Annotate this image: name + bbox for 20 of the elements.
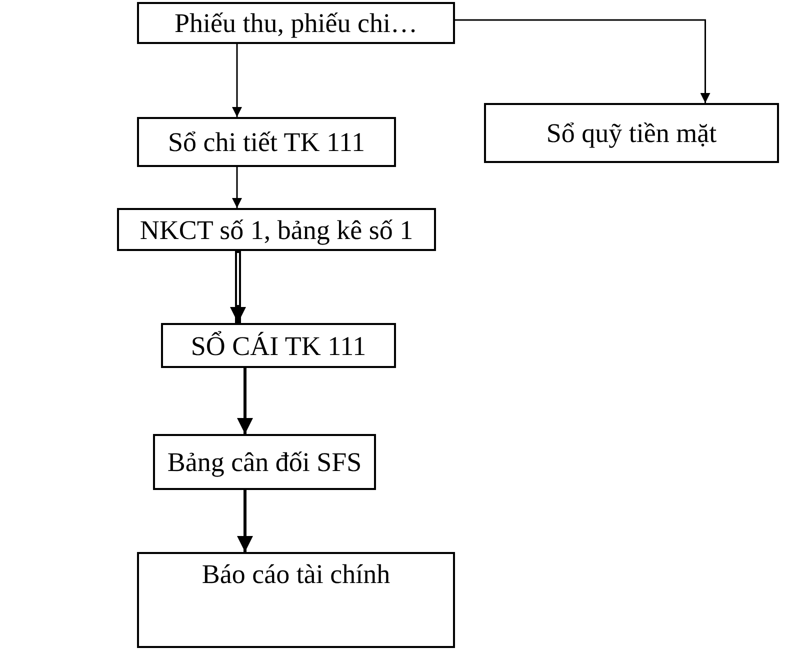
arrow xyxy=(232,44,242,117)
box-label: Phiếu thu, phiếu chi… xyxy=(174,7,418,40)
arrow xyxy=(237,368,253,434)
process-box xyxy=(137,552,455,648)
box-label: Sổ chi tiết TK 111 xyxy=(168,126,365,159)
process-box xyxy=(153,434,376,490)
process-box xyxy=(117,208,436,251)
process-box xyxy=(137,2,455,44)
box-label: SỔ CÁI TK 111 xyxy=(190,330,366,362)
box-label: Sổ quỹ tiền mặt xyxy=(546,117,717,150)
arrow xyxy=(237,490,253,552)
process-box xyxy=(161,323,396,368)
process-box xyxy=(137,117,396,167)
box-label: Bảng cân đối SFS xyxy=(167,446,362,479)
process-box xyxy=(484,103,779,163)
arrow xyxy=(230,251,246,323)
arrow xyxy=(232,167,242,208)
box-label: Báo cáo tài chính xyxy=(202,558,390,591)
arrow xyxy=(455,19,710,103)
box-label: NKCT số 1, bảng kê số 1 xyxy=(140,214,414,246)
